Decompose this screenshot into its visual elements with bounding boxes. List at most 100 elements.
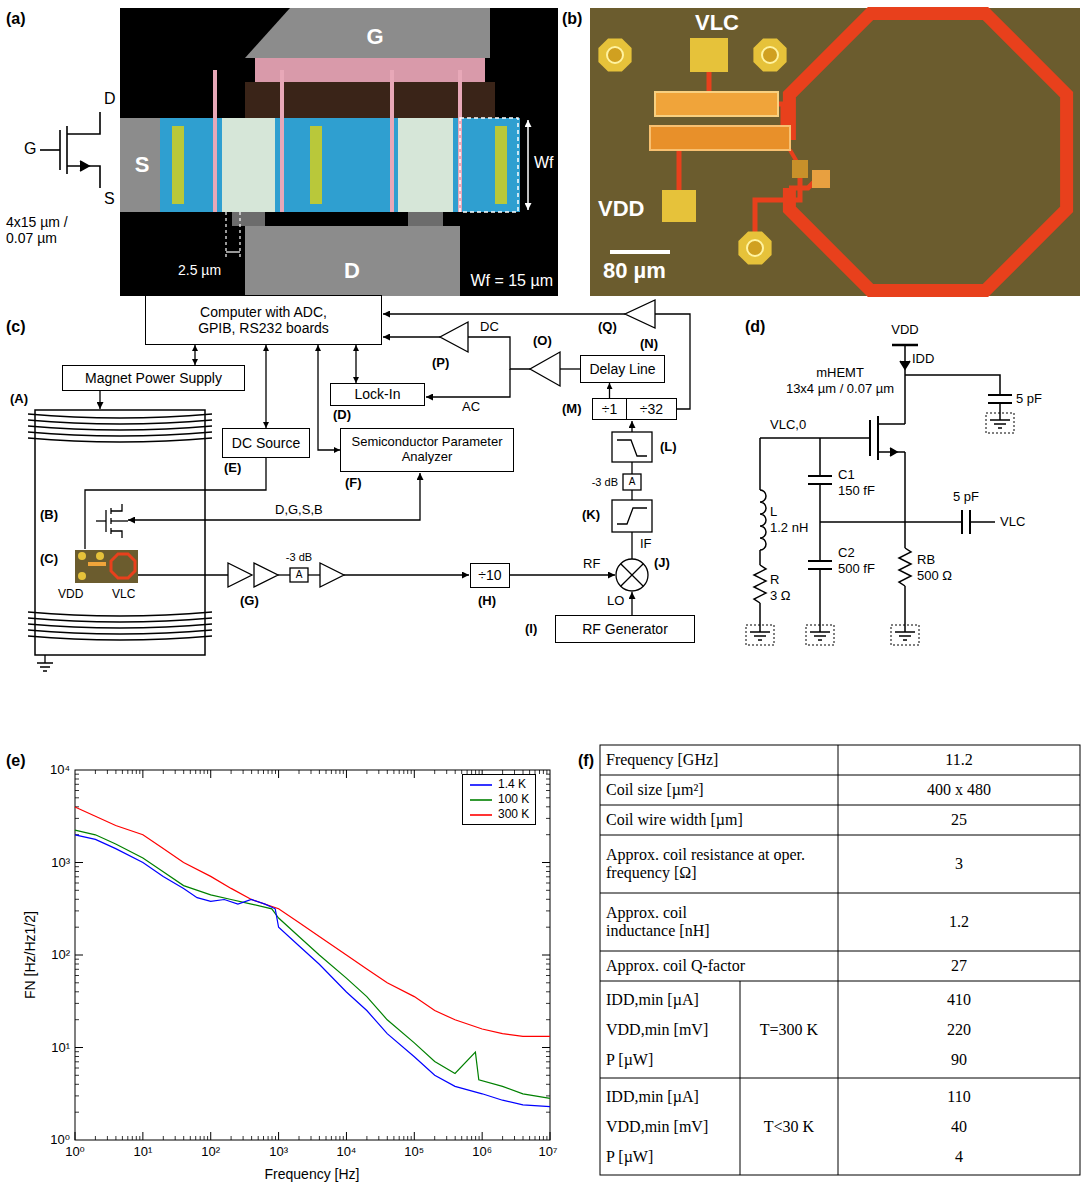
circuit-schematic — [970, 521, 995, 523]
text-label: 110 — [947, 1087, 970, 1105]
text-label: Approx. coil Q-factor — [606, 957, 745, 975]
text-label: R — [770, 573, 779, 588]
box-text: RF Generator — [582, 621, 668, 637]
text-label: 10⁴ — [336, 1145, 356, 1160]
circuit-schematic — [808, 560, 832, 562]
box-text: ÷32 — [640, 401, 663, 417]
text-label: 500 fF — [838, 562, 875, 577]
text-label: (F) — [345, 476, 362, 491]
process-box: Semiconductor Parameter Analyzer — [340, 428, 514, 472]
text-label: 90 — [951, 1050, 967, 1068]
text-label: 4 — [955, 1147, 963, 1165]
circuit-schematic — [895, 632, 915, 640]
legend-text: 100 K — [498, 792, 529, 807]
setup-wiring — [128, 473, 420, 520]
text-label: VLC — [112, 588, 135, 602]
chip-icon — [75, 550, 138, 583]
text-label: 80 µm — [603, 258, 666, 283]
transistor-layout — [245, 8, 490, 58]
transistor-layout — [527, 120, 529, 210]
legend-entry: 1.4 K — [469, 777, 529, 792]
circuit-schematic — [746, 625, 774, 645]
text-label: IF — [640, 537, 652, 552]
setup-wiring — [616, 559, 648, 591]
circuit-schematic — [891, 625, 919, 645]
text-label: (I) — [525, 622, 537, 637]
setup-wiring — [617, 508, 647, 524]
setup-wiring — [308, 574, 320, 575]
text-label: A — [629, 476, 636, 488]
circuit-schematic — [986, 413, 1014, 433]
setup-wiring — [631, 592, 632, 615]
transistor-symbol — [40, 149, 60, 151]
chip-photo — [677, 150, 682, 190]
circuit-schematic — [820, 521, 962, 523]
circuit-schematic — [754, 565, 766, 603]
setup-wiring — [383, 313, 625, 314]
transistor-layout — [213, 70, 217, 212]
chip-icon — [88, 562, 106, 566]
circuit-schematic — [890, 448, 897, 456]
legend-swatch — [470, 814, 492, 816]
circuit-schematic — [808, 475, 832, 477]
text-label: -3 dB — [592, 476, 618, 489]
transistor-symbol — [59, 130, 61, 170]
text-label: L — [770, 505, 777, 520]
transistor-layout — [226, 251, 240, 252]
transistor-symbol — [67, 112, 100, 134]
text-label: -3 dB — [286, 551, 312, 564]
text-label: RF — [583, 557, 600, 572]
noise-chart — [75, 770, 550, 1140]
setup-wiring — [530, 352, 560, 386]
parameter-table — [600, 745, 1080, 1175]
setup-wiring — [111, 531, 122, 538]
text-label: (G) — [240, 594, 259, 609]
setup-wiring — [290, 568, 308, 582]
text-label: (M) — [562, 402, 582, 417]
setup-wiring — [28, 636, 212, 640]
chip-icon — [75, 550, 138, 583]
text-label: (O) — [533, 334, 552, 349]
setup-wiring — [28, 438, 212, 442]
transistor-layout — [120, 8, 558, 296]
text-label: A — [296, 569, 303, 581]
parameter-table — [838, 745, 839, 1175]
text-label: Coil wire width [µm] — [606, 811, 743, 829]
text-label: Wf = 15 µm — [470, 272, 553, 290]
connector-arrow — [355, 345, 356, 383]
text-label: 10⁷ — [538, 1145, 557, 1160]
text-label: VDD — [58, 588, 83, 602]
text-label: D,G,S,B — [275, 503, 323, 518]
circuit-schematic — [760, 437, 870, 439]
process-box: ÷32 — [626, 398, 677, 420]
connector-arrow — [609, 383, 610, 398]
noise-chart — [75, 770, 550, 1140]
setup-wiring — [28, 432, 212, 436]
text-label: (D) — [333, 408, 351, 423]
parameter-table — [600, 805, 1080, 806]
legend-box: 1.4 K100 K300 K — [462, 774, 536, 825]
legend-swatch — [469, 795, 493, 805]
parameter-table — [600, 745, 1080, 1175]
circuit-schematic — [759, 550, 761, 565]
text-label: G — [366, 24, 383, 49]
text-label: FN [Hz/Hz1/2] — [22, 911, 38, 999]
chip-photo — [662, 190, 696, 222]
chip-photo — [607, 47, 623, 63]
text-label: (a) — [6, 10, 26, 28]
text-label: Wf — [534, 154, 554, 172]
text-label: 5 pF — [1016, 392, 1042, 407]
text-label: S — [135, 152, 150, 177]
circuit-schematic — [760, 490, 766, 550]
text-label: Frequency [GHz] — [606, 751, 718, 769]
legend-swatch — [469, 810, 493, 820]
circuit-schematic — [878, 423, 905, 425]
setup-wiring — [28, 612, 212, 616]
text-label: T=300 K — [760, 1020, 818, 1038]
circuit-schematic — [750, 632, 770, 640]
text-label: VDD — [891, 323, 918, 338]
text-label: 1.2 nH — [770, 521, 808, 536]
text-label: 10⁶ — [472, 1145, 492, 1160]
